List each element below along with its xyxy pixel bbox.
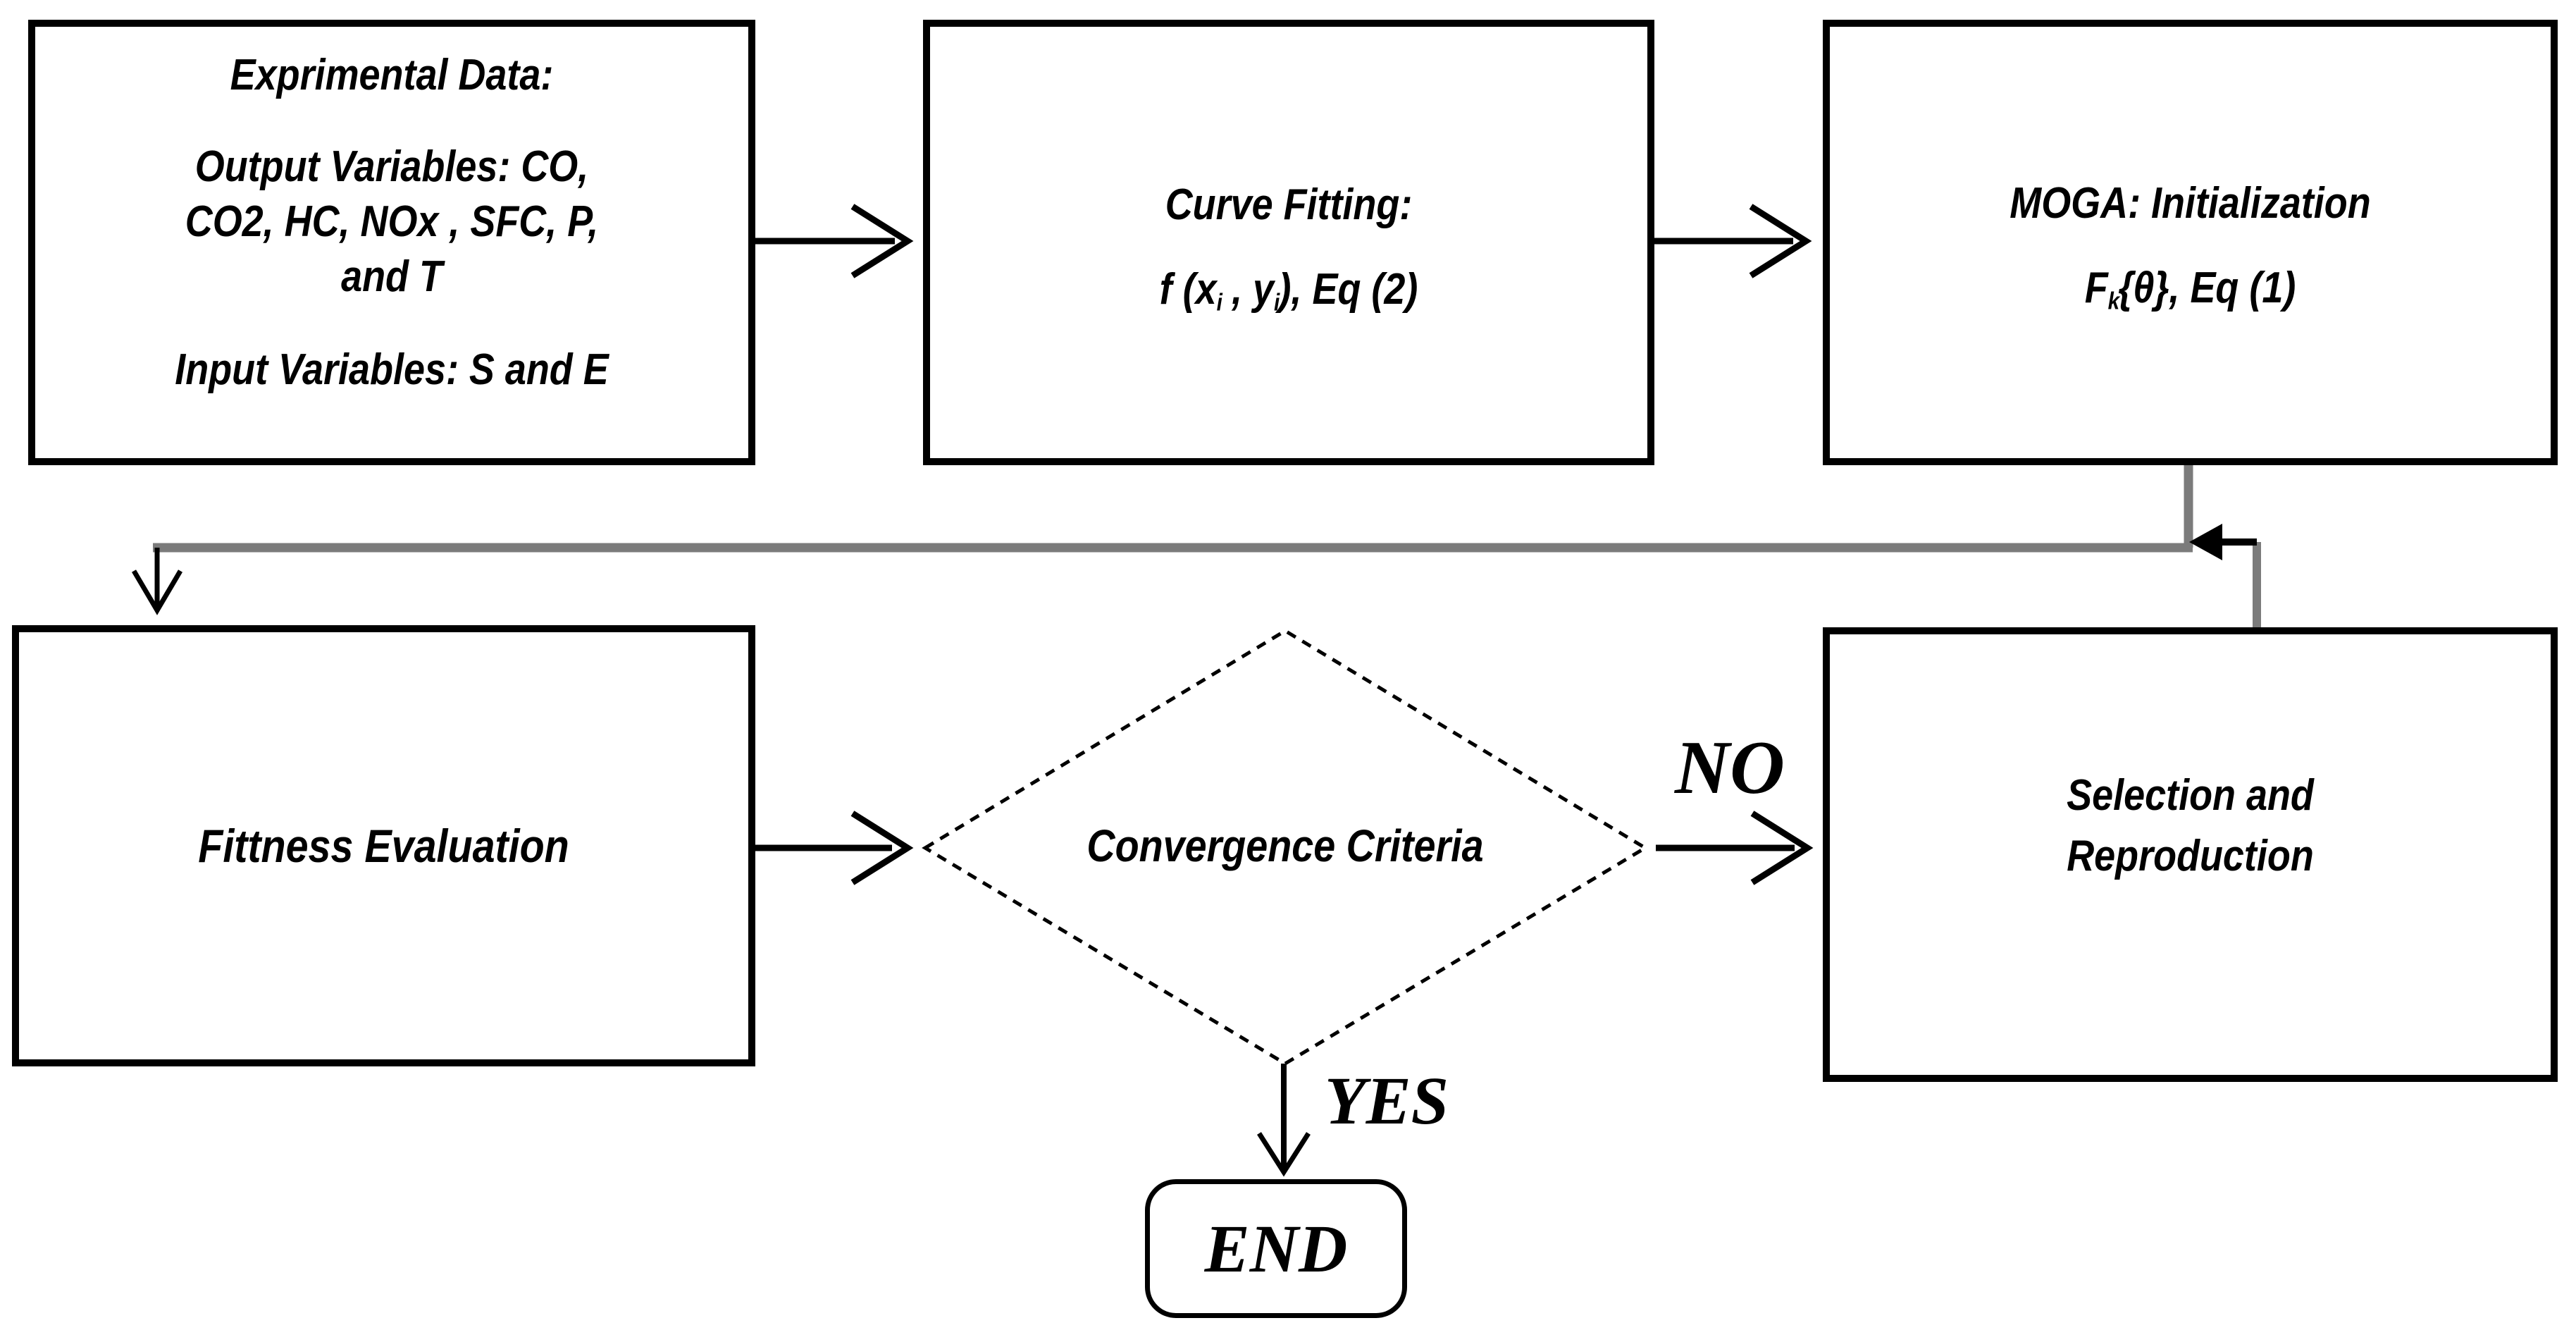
loop-line-gray xyxy=(153,462,2193,553)
arrow-convergence-to-end xyxy=(1257,1064,1311,1177)
selection-line1: Selection and xyxy=(2067,770,2314,820)
fitness-title: Fittness Evaluation xyxy=(198,820,569,872)
node-experimental-data: Exprimental Data: Output Variables: CO, … xyxy=(28,20,755,465)
experimental-output-line2: CO2, HC, NOx , SFC, P, xyxy=(185,197,599,246)
experimental-input-line: Input Variables: S and E xyxy=(175,345,609,394)
curve-fitting-title: Curve Fitting: xyxy=(1165,180,1413,229)
experimental-output-line3: and T xyxy=(341,252,442,301)
experimental-title: Exprimental Data: xyxy=(230,51,554,99)
label-no: NO xyxy=(1675,726,1785,810)
experimental-output-line1: Output Variables: CO, xyxy=(194,142,589,191)
node-convergence-criteria: Convergence Criteria xyxy=(968,804,1602,888)
arrow-fitness-to-convergence xyxy=(755,811,914,885)
feedback-selection-to-loop xyxy=(2189,524,2261,627)
label-yes: YES xyxy=(1324,1063,1449,1138)
node-fitness-evaluation: Fittness Evaluation xyxy=(12,625,755,1066)
arrow-experimental-to-curve-fitting xyxy=(755,204,914,278)
selection-line2: Reproduction xyxy=(2067,831,2314,880)
arrow-loop-into-fitness xyxy=(131,548,183,615)
curve-fitting-formula: f (xi , yi), Eq (2) xyxy=(1159,264,1418,316)
node-selection-reproduction: Selection and Reproduction xyxy=(1823,627,2558,1082)
arrow-curve-fitting-to-moga xyxy=(1654,204,1812,278)
convergence-title: Convergence Criteria xyxy=(1086,820,1484,871)
moga-formula: Fk{θ}, Eq (1) xyxy=(2084,263,2296,315)
node-moga-initialization: MOGA: Initialization Fk{θ}, Eq (1) xyxy=(1823,20,2558,465)
moga-title: MOGA: Initialization xyxy=(2010,178,2371,228)
decision-diamond xyxy=(922,629,1649,1066)
end-title: END xyxy=(1204,1210,1348,1286)
node-end: END xyxy=(1145,1179,1407,1318)
node-curve-fitting: Curve Fitting: f (xi , yi), Eq (2) xyxy=(923,20,1654,465)
arrow-convergence-to-selection xyxy=(1656,811,1814,885)
